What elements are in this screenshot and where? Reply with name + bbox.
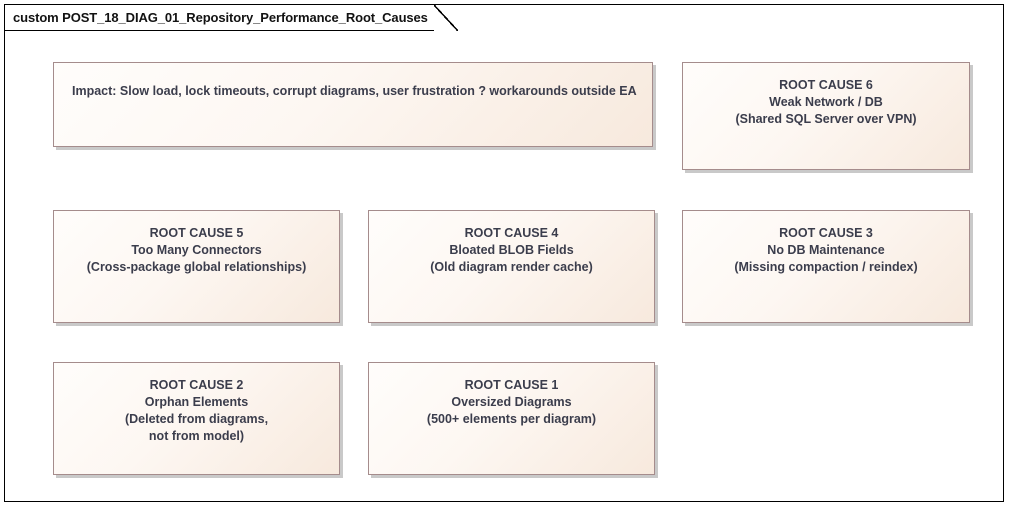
- root-cause-5-line-1: ROOT CAUSE 5: [149, 226, 244, 240]
- root-cause-3[interactable]: ROOT CAUSE 3 No DB Maintenance (Missing co…: [682, 210, 970, 323]
- diagram-frame[interactable]: Impact: Slow load, lock timeouts, corrup…: [4, 4, 1004, 502]
- root-cause-2-line-4: not from model): [148, 429, 245, 443]
- root-cause-4-line-1: ROOT CAUSE 4: [464, 226, 559, 240]
- diagram-title-label: custom POST_18_DIAG_01_Repository_Perfor…: [13, 10, 428, 25]
- root-cause-5-line-2: Too Many Connectors: [131, 243, 262, 257]
- root-cause-4-line-2: Bloated BLOB Fields: [449, 243, 574, 257]
- root-cause-1-line-3: (500+ elements per diagram): [426, 412, 597, 426]
- root-cause-1[interactable]: ROOT CAUSE 1 Oversized Diagrams (500+ elem…: [368, 362, 655, 475]
- root-cause-5[interactable]: ROOT CAUSE 5 Too Many Connectors (Cross-pa…: [53, 210, 340, 323]
- diagram-title-tab-notch: [433, 4, 458, 31]
- root-cause-6-line-1: ROOT CAUSE 6: [779, 78, 873, 92]
- root-cause-6[interactable]: ROOT CAUSE 6 Weak Network / DB (Shared SQL…: [682, 62, 970, 170]
- root-cause-3-line-3: (Missing compaction / reindex): [734, 260, 918, 274]
- root-cause-5-line-3: (Cross-package global relationships): [86, 260, 307, 274]
- root-cause-2-line-3: (Deleted from diagrams,: [124, 412, 269, 426]
- impact-note-line-1: Impact: Slow load, lock timeouts, corrup…: [72, 84, 637, 98]
- root-cause-3-line-1: ROOT CAUSE 3: [779, 226, 873, 240]
- root-cause-6-line-3: (Shared SQL Server over VPN): [735, 112, 917, 126]
- root-cause-1-line-2: Oversized Diagrams: [451, 395, 572, 409]
- root-cause-2[interactable]: ROOT CAUSE 2 Orphan Elements (Deleted from…: [53, 362, 340, 475]
- root-cause-4[interactable]: ROOT CAUSE 4 Bloated BLOB Fields (Old diag…: [368, 210, 655, 323]
- impact-note[interactable]: Impact: Slow load, lock timeouts, corrup…: [53, 62, 653, 147]
- diagram-title-tab[interactable]: custom POST_18_DIAG_01_Repository_Perfor…: [4, 4, 458, 31]
- root-cause-4-line-3: (Old diagram render cache): [430, 260, 593, 274]
- root-cause-6-line-2: Weak Network / DB: [769, 95, 883, 109]
- root-cause-3-line-2: No DB Maintenance: [767, 243, 885, 257]
- diagram-title-tab-body: custom POST_18_DIAG_01_Repository_Perfor…: [4, 4, 434, 31]
- root-cause-2-line-2: Orphan Elements: [144, 395, 249, 409]
- root-cause-2-line-1: ROOT CAUSE 2: [149, 378, 244, 392]
- root-cause-1-line-1: ROOT CAUSE 1: [464, 378, 559, 392]
